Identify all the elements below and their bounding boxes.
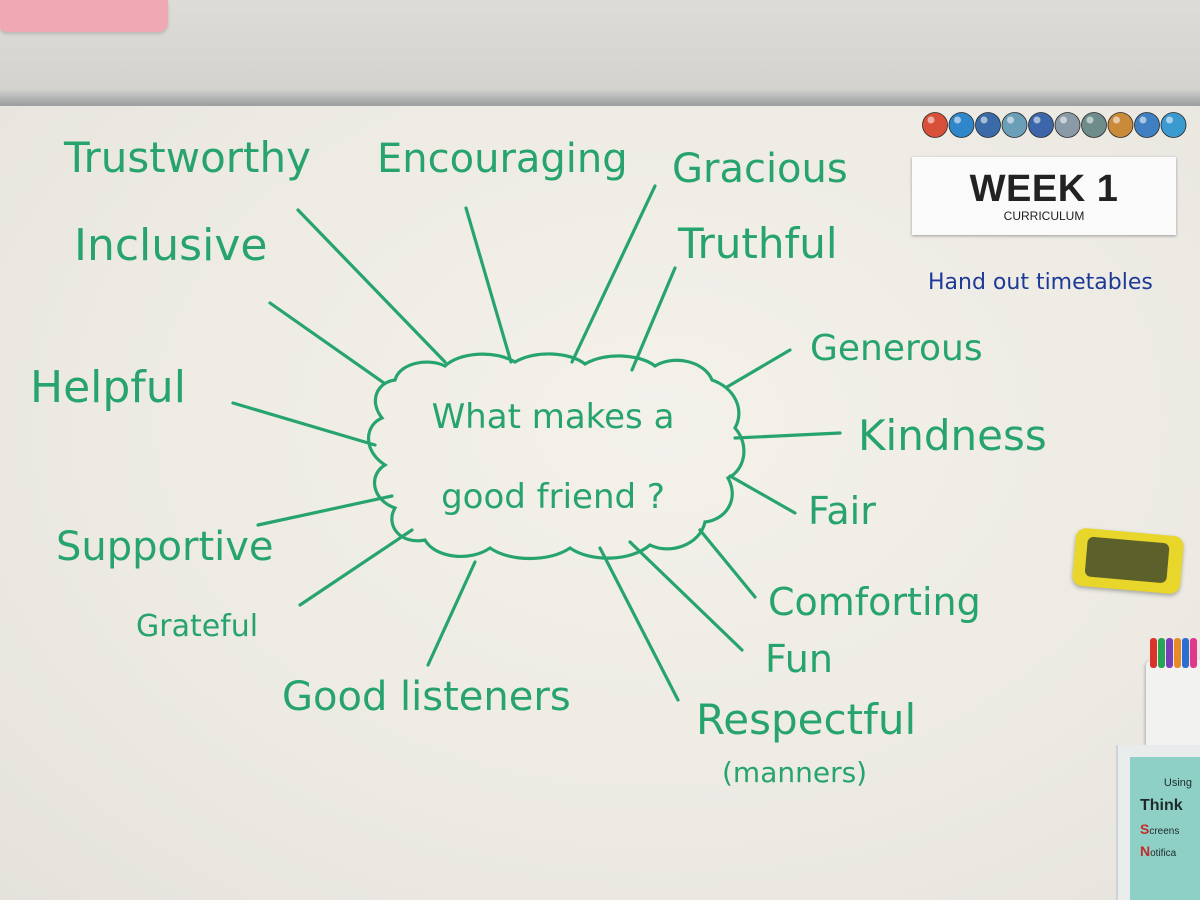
spoke-grateful [298,528,414,607]
spoke-good-listeners [426,560,477,667]
magnet-highlight [1139,116,1147,124]
magnet-highlight [1060,116,1067,124]
marker-pen [1166,638,1173,668]
word-helpful: Helpful [30,362,186,413]
whiteboard-eraser [1071,527,1185,595]
spoke-helpful [231,401,377,447]
magnet-highlight [1007,116,1014,124]
word-generous: Generous [810,328,983,369]
word-supportive: Supportive [56,524,274,570]
marker-pen [1158,638,1165,668]
magnet [1107,112,1134,138]
spoke-truthful [630,266,677,372]
word-truthful: Truthful [677,219,838,268]
word-manners: (manners) [722,756,867,789]
poster-letter-s: S [1140,821,1150,837]
spoke-supportive [256,494,394,527]
marker-pen [1174,638,1181,668]
marker-pen [1150,638,1157,668]
center-cloud [367,352,746,561]
pink-paper [0,0,168,32]
poster-title: Think [1140,797,1183,814]
magnet-highlight [980,116,988,124]
spoke-comforting [698,528,757,599]
center-question-line2: good friend ? [441,477,665,517]
magnet [1081,112,1107,138]
magnet-highlight [1033,116,1041,124]
word-inclusive: Inclusive [74,220,267,271]
poster-content: Using Think Screens Notifica [1130,757,1200,900]
word-fun: Fun [765,637,833,681]
week-card-subtitle: CURRICULUM [1003,209,1085,223]
poster-letter-n: N [1140,843,1151,859]
spoke-respectful [598,546,680,702]
spoke-inclusive [268,301,386,385]
eraser-felt [1084,536,1170,584]
poster-heading: Using [1163,777,1192,789]
spoke-encouraging [464,206,513,364]
word-gracious: Gracious [672,146,848,192]
magnet [1028,112,1054,138]
poster-line-screens: Screens [1140,821,1198,837]
friend-qualities: Trustworthy Encouraging Gracious Inclusi… [30,133,1047,789]
magnet [948,112,975,138]
poster-line-notifications: Notifica [1140,843,1198,859]
week-card: WEEK 1 CURRICULUM [912,157,1176,235]
spoke-trustworthy [296,208,447,364]
word-respectful: Respectful [696,695,916,744]
word-grateful: Grateful [136,609,258,644]
spoke-fun [628,540,744,652]
spoke-kindness [733,431,842,440]
word-comforting: Comforting [768,580,981,624]
magnet-highlight [1166,116,1173,124]
magnet [1001,112,1028,138]
magnet [1054,112,1081,138]
poster: Using Think Screens Notifica [1116,745,1200,900]
magnet-highlight [1086,116,1094,124]
magnet [1134,112,1160,138]
magnet-highlight [1113,116,1120,124]
word-fair: Fair [808,489,876,533]
word-encouraging: Encouraging [377,136,628,182]
whiteboard [0,106,1200,900]
magnet-highlight [954,116,961,124]
spoke-fair [728,474,797,515]
word-kindness: Kindness [858,411,1047,460]
wall [0,0,1200,92]
handwritten-note: Hand out timetables [928,270,1153,295]
magnet [922,112,948,138]
magnet-row [922,112,1187,138]
poster-line-s-text: creens [1149,826,1180,837]
magnet [1160,112,1187,138]
word-trustworthy: Trustworthy [63,133,311,182]
poster-line-n-text: otifica [1150,848,1177,859]
magnet-highlight [927,116,935,124]
center-question-line1: What makes a [432,397,675,437]
magnet [975,112,1001,138]
spoke-generous [725,348,792,389]
week-card-title: WEEK 1 [969,168,1119,210]
marker-pen [1182,638,1189,668]
board-top-rail [0,90,1200,106]
marker-pen [1190,638,1197,668]
spoke-lines [231,184,842,702]
word-good-listeners: Good listeners [282,674,571,720]
spoke-gracious [570,184,657,364]
